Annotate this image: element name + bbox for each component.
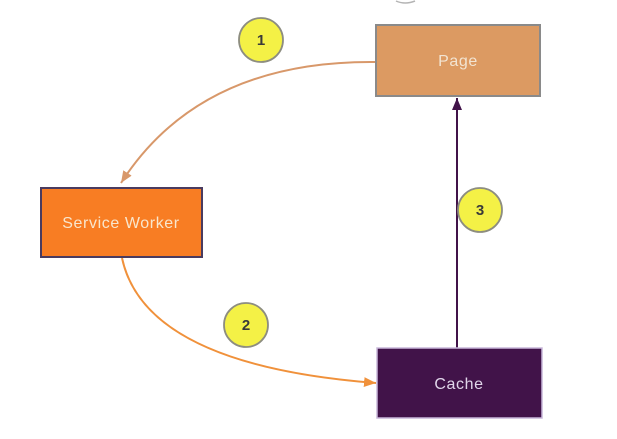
service-worker-node: Service Worker [40,187,203,258]
step-1-badge: 1 [238,17,284,63]
cache-node-box [376,347,543,419]
cache-node: Cache [376,347,543,419]
page-node-label: Page [438,53,478,70]
page-node-box [375,24,541,97]
step-1-badge-circle [238,17,284,63]
service-worker-node-box [40,187,203,258]
edge-page-to-service-worker [120,60,377,184]
step-2-number: 2 [242,317,250,334]
edge-service-worker-to-cache [121,257,377,388]
step-1-number: 1 [257,32,265,49]
step-3-badge: 3 [457,187,503,233]
step-2-badge: 2 [223,302,269,348]
step-3-badge-circle [457,187,503,233]
cache-node-label: Cache [434,376,483,393]
step-2-badge-circle [223,302,269,348]
service-worker-node-label: Service Worker [62,215,180,232]
step-3-number: 3 [476,202,484,219]
page-node: Page [375,24,541,97]
top-edge-artifact [395,0,416,4]
